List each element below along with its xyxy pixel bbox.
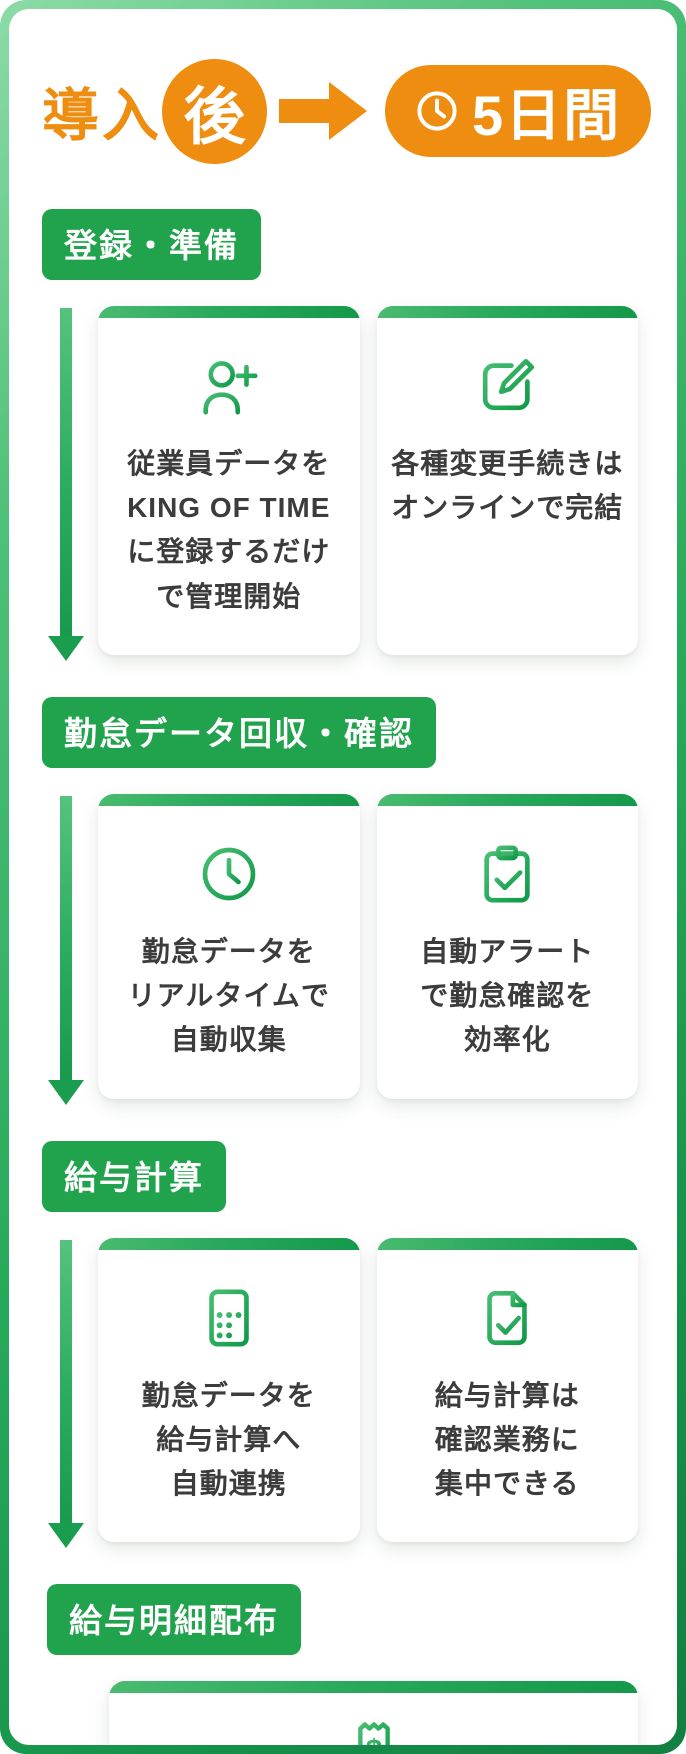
card-employee-data: 従業員データを KING OF TIME に登録するだけ で管理開始 — [98, 306, 360, 655]
card-auto-alert: 自動アラート で勤怠確認を 効率化 — [376, 793, 638, 1099]
clipboard-check-icon — [475, 842, 539, 906]
duration-pill: 5日間 — [385, 65, 652, 157]
down-arrow-icon — [48, 795, 84, 1105]
card-accent-bar — [376, 1237, 638, 1250]
card-row: 勤怠データを リアルタイムで 自動収集 自動アラート で勤怠確認を 効率化 — [48, 793, 638, 1105]
card-accent-bar — [98, 793, 360, 806]
duration-label: 5日間 — [472, 83, 622, 147]
section-payslip-distribution: 給与明細配布 $ 給与明細を自動で電子配信 — [9, 1584, 677, 1745]
card-text: 従業員データを KING OF TIME に登録するだけ で管理開始 — [127, 448, 331, 612]
section-registration: 登録・準備 従業員データを KING OF TIME に登録するだけ で管理開始… — [9, 209, 677, 661]
card-auto-link: 勤怠データを 給与計算へ 自動連携 — [98, 1237, 360, 1543]
section-label: 勤怠データ回収・確認 — [42, 696, 436, 768]
file-check-icon — [475, 1286, 539, 1350]
card-accent-bar — [376, 793, 638, 806]
section-attendance-data: 勤怠データ回収・確認 勤怠データを リアルタイムで 自動収集 自動アラート で勤… — [9, 696, 677, 1105]
card-realtime-collection: 勤怠データを リアルタイムで 自動収集 — [98, 793, 360, 1099]
card-accent-bar — [109, 1681, 638, 1694]
card-accent-bar — [98, 306, 360, 318]
card-row: 従業員データを KING OF TIME に登録するだけ で管理開始 各種変更手… — [48, 306, 638, 661]
clock-icon — [415, 89, 459, 133]
section-label: 給与明細配布 — [47, 1584, 301, 1656]
card-online-procedures: 各種変更手続きは オンラインで完結 — [376, 306, 638, 655]
edit-icon — [475, 354, 539, 418]
card-payslip-delivery: $ 給与明細を自動で電子配信 — [109, 1681, 638, 1745]
section-payroll: 給与計算 勤怠データを 給与計算へ 自動連携 給与計算は 確認業務に 集中できる — [9, 1140, 677, 1549]
card-text: 給与計算は 確認業務に 集中できる — [434, 1379, 580, 1500]
card-text: 勤怠データを 給与計算へ 自動連携 — [141, 1379, 316, 1500]
timeline-header: 導入 後 5日間 — [42, 55, 653, 167]
down-arrow-icon — [48, 1239, 84, 1549]
svg-text:$: $ — [365, 1734, 382, 1745]
card-accent-bar — [376, 306, 638, 318]
card-accent-bar — [98, 1237, 360, 1250]
phase-word: 導入 — [42, 84, 162, 148]
receipt-dollar-icon: $ — [344, 1719, 404, 1745]
card-focus-confirmation: 給与計算は 確認業務に 集中できる — [376, 1237, 638, 1543]
card-text: 勤怠データを リアルタイムで 自動収集 — [127, 935, 330, 1056]
user-plus-icon — [197, 354, 261, 418]
card-row: 勤怠データを 給与計算へ 自動連携 給与計算は 確認業務に 集中できる — [48, 1237, 638, 1549]
calculator-icon — [197, 1286, 261, 1350]
card-text: 自動アラート で勤怠確認を 効率化 — [420, 935, 595, 1056]
down-arrow-icon — [48, 308, 84, 661]
card-text: 各種変更手続きは オンラインで完結 — [391, 448, 624, 524]
section-label: 登録・準備 — [42, 209, 261, 280]
phase-badge: 後 — [162, 58, 267, 164]
content-panel: 導入 後 5日間 登録・準備 従業 — [9, 9, 677, 1745]
card-row: $ 給与明細を自動で電子配信 — [109, 1681, 638, 1745]
right-arrow-icon — [279, 80, 367, 142]
section-label: 給与計算 — [42, 1140, 226, 1212]
clock-icon — [197, 842, 261, 906]
